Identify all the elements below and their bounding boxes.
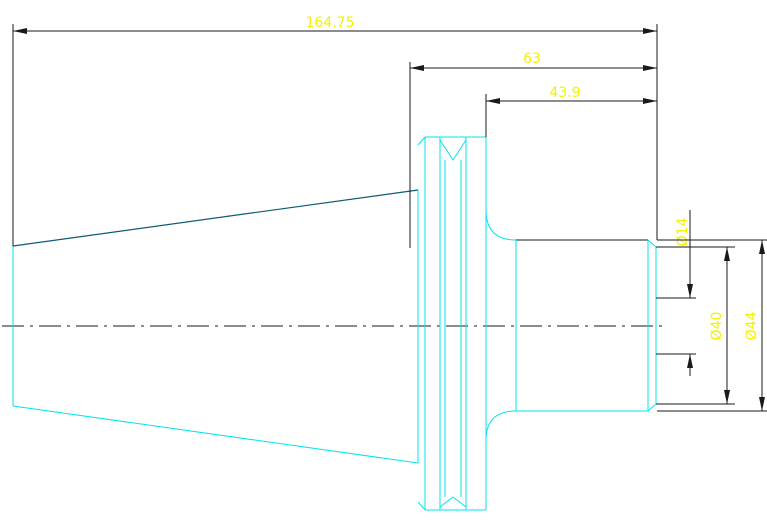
dim-label-63: 63 [523,51,541,67]
dim-label-dia-44: Ø44 [744,311,760,340]
shank-chamfer-top [647,239,657,248]
dimension-dia-14: Ø14 [656,210,696,376]
part-profile [12,136,657,511]
v-groove-top [439,139,467,161]
fillet-top [485,209,517,241]
dimension-dia-44: Ø44 [657,239,767,412]
dim-label-dia-40: Ø40 [709,312,725,341]
fillet-bottom [485,410,517,441]
dimension-63: 63 [409,51,657,248]
dim-label-164-75: 164.75 [306,15,355,31]
v-groove-bottom [439,496,467,508]
shank-chamfer-bottom [647,403,657,412]
dimension-dia-40: Ø40 [656,246,735,405]
flange-chamfer-top [417,136,426,146]
dim-label-dia-14: Ø14 [675,217,691,246]
dim-label-43-9: 43.9 [549,85,580,101]
flange-chamfer-bottom [417,501,426,511]
dimension-43-9: 43.9 [485,85,657,137]
taper-top-edge [12,189,419,247]
dimension-overall-length: 164.75 [12,15,658,246]
taper-bottom-edge [12,405,419,464]
